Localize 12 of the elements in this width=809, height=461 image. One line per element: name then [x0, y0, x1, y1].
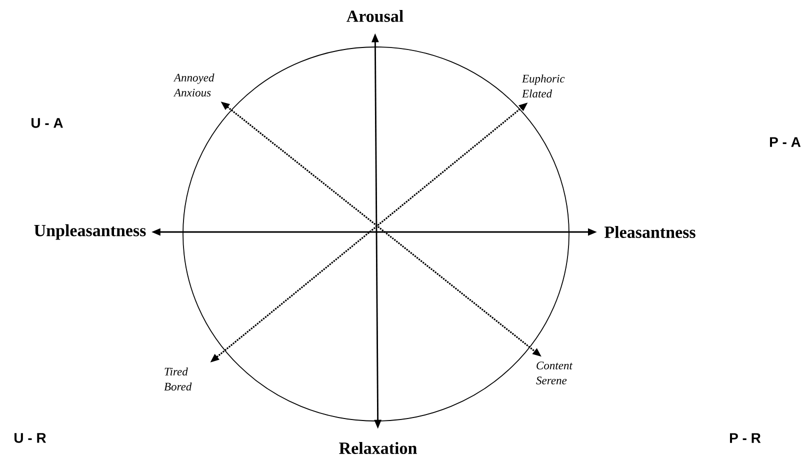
- emotion-label: Tired Bored: [164, 367, 192, 391]
- axis-label: Relaxation: [339, 442, 417, 454]
- quadrant-label: U - A: [32, 118, 63, 128]
- quadrant-label: P - A: [770, 137, 801, 147]
- axis-label: Arousal: [346, 10, 404, 22]
- emotion-label: Content Serene: [536, 362, 573, 384]
- quadrant-label: P - R: [730, 433, 761, 443]
- axis-label: Pleasantness: [604, 226, 696, 238]
- emotion-label: Annoyed Anxious: [173, 73, 214, 97]
- emotion-label: Euphoric Elated: [522, 74, 565, 98]
- axis-label: Unpleasantness: [34, 224, 146, 240]
- quadrant-label: U - R: [14, 433, 46, 443]
